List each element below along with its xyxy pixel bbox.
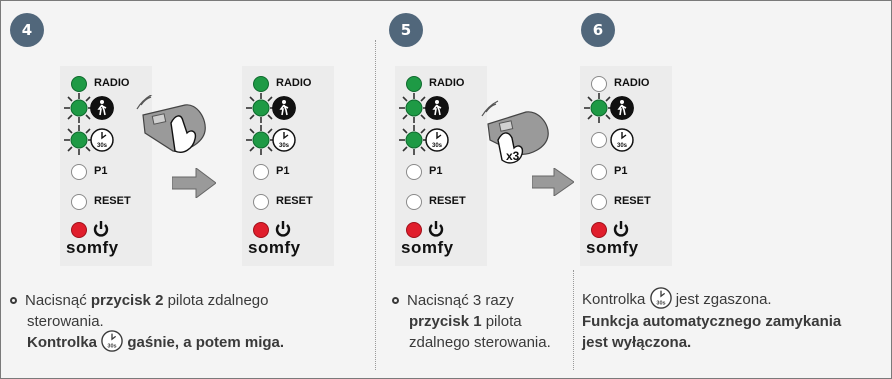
step-number-6: 6 xyxy=(592,21,604,39)
separator-4-5 xyxy=(375,40,376,370)
brand-logo: somfy xyxy=(248,238,301,257)
step6-instruction: Kontrolka 30s jest zgaszona. Funkcja aut… xyxy=(582,287,882,353)
timer-30s-icon: 30s xyxy=(90,128,114,152)
timer-30s-icon: 30s xyxy=(610,128,634,152)
control-panel-4b: RADIO 30s P1 RESET somfy xyxy=(242,66,334,266)
radio-label: RADIO xyxy=(94,77,130,89)
p1-label: P1 xyxy=(94,165,108,177)
radio-led xyxy=(71,76,87,92)
reset-label: RESET xyxy=(429,195,466,207)
control-panel-5: RADIO 30s P1 RESET somfy xyxy=(395,66,487,266)
blink-rays-icon xyxy=(399,93,429,123)
radio-led xyxy=(591,76,607,92)
p1-led xyxy=(253,164,269,180)
timer-30s-icon: 30s xyxy=(425,128,449,152)
bullet-icon xyxy=(392,296,399,304)
reset-label: RESET xyxy=(94,195,131,207)
brand-logo: somfy xyxy=(66,238,119,257)
pedestrian-icon xyxy=(272,96,296,120)
bullet-icon xyxy=(10,296,17,304)
p1-led xyxy=(71,164,87,180)
remote-control-icon xyxy=(136,95,206,153)
p1-label: P1 xyxy=(276,165,290,177)
power-icon xyxy=(613,221,629,237)
svg-text:30s: 30s xyxy=(279,143,290,149)
power-icon xyxy=(93,221,109,237)
reset-label: RESET xyxy=(276,195,313,207)
remote-control-icon xyxy=(481,100,549,164)
press-count-label: x3 xyxy=(506,149,520,163)
timer-30s-icon: 30s xyxy=(649,287,672,309)
svg-text:30s: 30s xyxy=(617,143,628,149)
radio-led xyxy=(253,76,269,92)
step5-instruction: Nacisnąć 3 razy przycisk 1 pilota zdalne… xyxy=(392,290,572,353)
svg-text:30s: 30s xyxy=(97,143,108,149)
step-badge-4: 4 xyxy=(10,13,44,47)
step-number-4: 4 xyxy=(21,21,33,39)
control-panel-6: RADIO 30s P1 RESET somfy xyxy=(580,66,672,266)
reset-led xyxy=(253,194,269,210)
timer-led xyxy=(591,132,607,148)
svg-text:30s: 30s xyxy=(108,343,117,349)
radio-label: RADIO xyxy=(276,77,312,89)
blink-rays-icon xyxy=(64,93,94,123)
step-number-5: 5 xyxy=(400,21,412,39)
svg-text:30s: 30s xyxy=(432,143,443,149)
p1-led xyxy=(591,164,607,180)
svg-text:30s: 30s xyxy=(656,300,665,306)
brand-logo: somfy xyxy=(401,238,454,257)
step4-instruction: Nacisnąć przycisk 2 pilota zdalnego ster… xyxy=(10,290,370,354)
p1-led xyxy=(406,164,422,180)
pedestrian-icon xyxy=(610,96,634,120)
brand-logo: somfy xyxy=(586,238,639,257)
blink-rays-icon xyxy=(246,93,276,123)
power-icon xyxy=(428,221,444,237)
reset-led xyxy=(591,194,607,210)
radio-label: RADIO xyxy=(614,77,650,89)
reset-led xyxy=(406,194,422,210)
pedestrian-icon xyxy=(90,96,114,120)
step-badge-6: 6 xyxy=(581,13,615,47)
reset-led xyxy=(71,194,87,210)
power-led xyxy=(253,222,269,238)
right-arrow-icon xyxy=(532,168,574,196)
timer-30s-icon: 30s xyxy=(101,330,123,352)
reset-label: RESET xyxy=(614,195,651,207)
blink-rays-icon xyxy=(64,125,94,155)
pedestrian-icon xyxy=(425,96,449,120)
power-icon xyxy=(275,221,291,237)
p1-label: P1 xyxy=(614,165,628,177)
radio-label: RADIO xyxy=(429,77,465,89)
power-led xyxy=(406,222,422,238)
radio-led xyxy=(406,76,422,92)
right-arrow-icon xyxy=(172,168,216,198)
control-panel-4a: RADIO 30s P1 RESET somfy xyxy=(60,66,152,266)
timer-30s-icon: 30s xyxy=(272,128,296,152)
power-led xyxy=(591,222,607,238)
blink-rays-icon xyxy=(246,125,276,155)
p1-label: P1 xyxy=(429,165,443,177)
step-badge-5: 5 xyxy=(389,13,423,47)
power-led xyxy=(71,222,87,238)
separator-5-6 xyxy=(573,270,574,370)
